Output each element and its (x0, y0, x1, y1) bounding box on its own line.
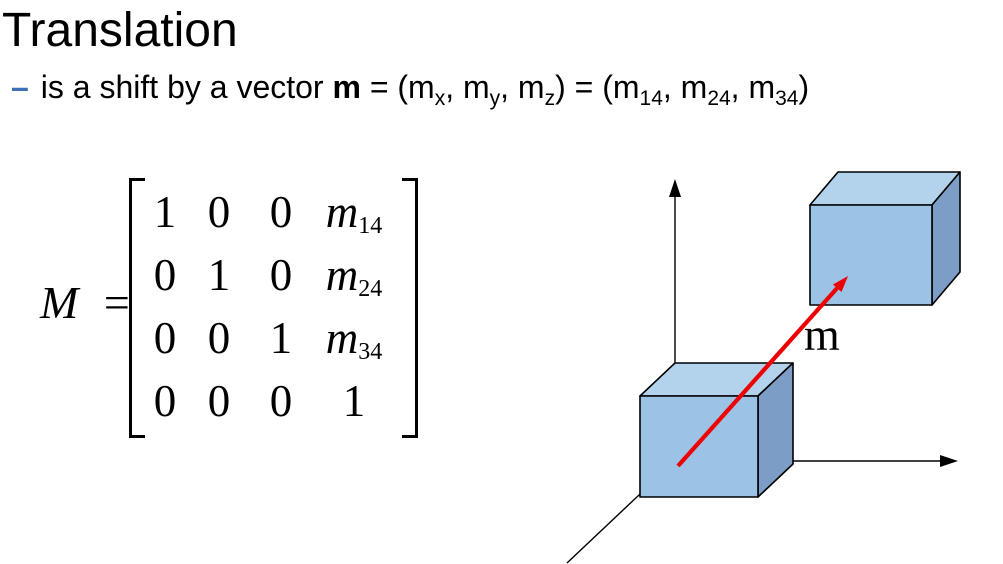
bullet-subscript: z (544, 87, 556, 110)
bullet-segment: , m (730, 69, 776, 105)
bullet-line: –is a shift by a vector m = (mx, my, mz)… (11, 68, 810, 109)
vector-arrow-shaft (676, 284, 841, 468)
matrix-cell: 0 (207, 312, 231, 363)
bullet-subscript: x (434, 87, 446, 110)
translated-cube (809, 171, 961, 306)
matrix-right-bracket (402, 178, 418, 438)
bullet-text: is a shift by a vector m = (mx, my, mz) … (40, 69, 810, 109)
matrix-cell: m34 (325, 312, 383, 365)
matrix-cell: 0 (207, 375, 231, 426)
matrix-cell: 0 (207, 186, 231, 237)
equals-sign: = (103, 277, 130, 328)
bullet-dash: – (11, 69, 29, 105)
matrix-cell: m14 (325, 186, 383, 239)
matrix-cell: 0 (269, 375, 293, 426)
matrix-cell: m24 (325, 249, 383, 302)
matrix-cell: 0 (153, 375, 177, 426)
bullet-subscript: y (489, 87, 501, 110)
vector-arrowhead (833, 276, 848, 292)
source-cube-front-face (639, 395, 759, 498)
matrix-cell: 1 (153, 186, 177, 237)
translated-cube-front-face (809, 204, 933, 306)
matrix-cell: 0 (153, 312, 177, 363)
matrix-cell: 0 (269, 186, 293, 237)
matrix-cell: 0 (153, 249, 177, 300)
bullet-subscript: 24 (707, 87, 731, 110)
bullet-subscript: 14 (639, 87, 663, 110)
bullet-segment: , m (662, 69, 708, 105)
y-axis-arrowhead (669, 179, 681, 197)
bullet-subscript: 34 (775, 87, 799, 110)
matrix-left-bracket (129, 178, 145, 438)
matrix-equation-lhs: M = (40, 276, 130, 329)
bullet-segment: ) (798, 69, 810, 105)
bullet-segment: , m (445, 69, 490, 105)
slide-title: Translation (2, 4, 238, 57)
bullet-segment: = (m (360, 69, 435, 105)
x-axis-arrowhead (940, 455, 958, 467)
bullet-segment: ) = (m (555, 69, 640, 105)
matrix-cell: 1 (207, 249, 231, 300)
matrix-cell: 0 (269, 249, 293, 300)
bullet-segment: , m (500, 69, 545, 105)
translation-vector-arrow (676, 276, 848, 468)
vector-label: m (804, 309, 840, 360)
matrix-cell: 1 (269, 312, 293, 363)
bullet-segment: m (332, 69, 361, 105)
bullet-segment: is a shift by a vector (40, 69, 333, 105)
matrix-cell: 1 (342, 375, 366, 426)
matrix-symbol: M (40, 277, 79, 328)
source-cube (639, 362, 794, 498)
